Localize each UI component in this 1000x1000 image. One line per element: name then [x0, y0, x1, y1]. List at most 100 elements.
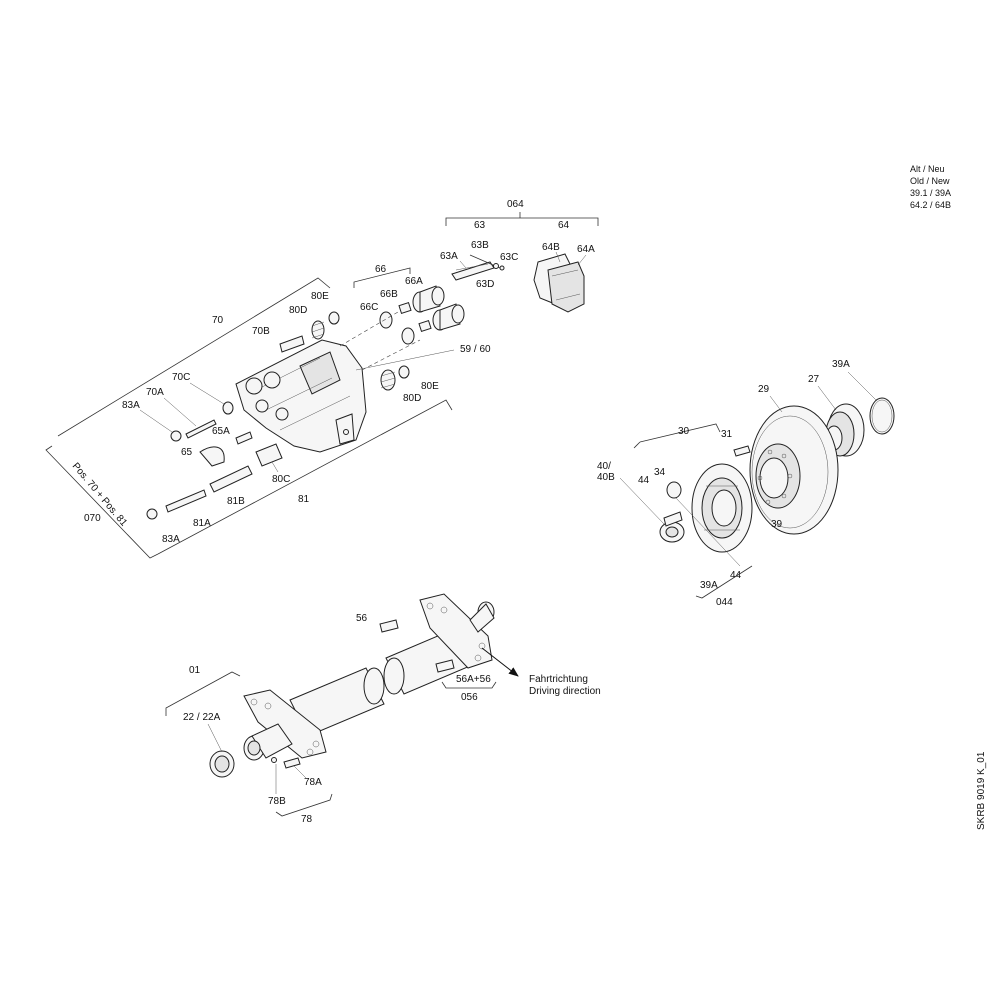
- label-80E-mid: 80E: [421, 381, 439, 392]
- label-80D-mid: 80D: [403, 393, 421, 404]
- bolt-56: [379, 619, 399, 633]
- axle-flange-left: [243, 689, 327, 759]
- washer-70c: [222, 401, 234, 415]
- o-ring-39a-top: [869, 397, 895, 435]
- label-64B: 64B: [542, 242, 560, 253]
- label-78B: 78B: [268, 796, 286, 807]
- label-22-22A: 22 / 22A: [183, 712, 221, 723]
- bolt-81a: [165, 489, 207, 513]
- direction-de: Fahrtrichtung: [529, 674, 588, 685]
- brake-pad-64a: [547, 261, 585, 313]
- label-70B: 70B: [252, 326, 270, 337]
- label-80D-top: 80D: [289, 305, 307, 316]
- label-70C: 70C: [172, 372, 190, 383]
- label-83A-bottom: 83A: [162, 534, 180, 545]
- bracket-070: [45, 445, 159, 559]
- label-59-60: 59 / 60: [460, 344, 491, 355]
- axle-flange-right: [419, 593, 493, 669]
- label-81B: 81B: [227, 496, 245, 507]
- label-66: 66: [375, 264, 387, 275]
- hub-disc-group: 39A 27 29 39 31 30 34 44: [597, 359, 895, 608]
- cap-83a-bottom: [146, 508, 158, 520]
- bolt-70a: [185, 419, 217, 439]
- direction-en: Driving direction: [529, 686, 601, 697]
- label-64: 64: [558, 220, 570, 231]
- legend-line-3: 39.1 / 39A: [910, 188, 951, 198]
- bracket-056: [441, 681, 497, 689]
- wheel-stud-31: [733, 445, 751, 457]
- label-44-a: 44: [638, 475, 650, 486]
- label-63B: 63B: [471, 240, 489, 251]
- legend-line-4: 64.2 / 64B: [910, 200, 951, 210]
- label-83A-top: 83A: [122, 400, 140, 411]
- label-056: 056: [461, 692, 478, 703]
- bracket-78: [275, 793, 333, 817]
- bracket-70: [57, 277, 331, 437]
- guide-pin-70b: [279, 335, 305, 353]
- bracket-044: [695, 565, 753, 599]
- legend-line-1: Alt / Neu: [910, 164, 945, 174]
- adjuster-group-66: 66 66A 66B 66C: [353, 264, 465, 345]
- label-27: 27: [808, 374, 820, 385]
- label-80C: 80C: [272, 474, 290, 485]
- label-70: 70: [212, 315, 224, 326]
- label-044: 044: [716, 597, 733, 608]
- label-01: 01: [189, 665, 201, 676]
- axle-beam-group: 56 56A+56 056 Fahrtrichtung Driving dire…: [356, 593, 601, 703]
- label-064: 064: [507, 199, 524, 210]
- label-80E-top: 80E: [311, 291, 329, 302]
- axle-end-group: 01 22 / 22A 78A 78B 78: [165, 665, 385, 825]
- label-63D: 63D: [476, 279, 494, 290]
- label-39A-top: 39A: [832, 359, 850, 370]
- cap-83a-top: [170, 430, 182, 442]
- label-070: 070: [84, 513, 101, 524]
- screw-65a: [235, 431, 253, 445]
- legend-line-2: Old / New: [910, 176, 950, 186]
- label-66C: 66C: [360, 302, 378, 313]
- old-new-legend: Alt / Neu Old / New 39.1 / 39A 64.2 / 64…: [910, 164, 951, 210]
- pad-kit-group: 064 63 64 63A 63B 63C 63D 64B 64A: [440, 199, 599, 313]
- bracket-01: [165, 671, 241, 716]
- label-78A: 78A: [304, 777, 322, 788]
- cap-80e-top: [328, 311, 340, 325]
- plug-78b: [271, 757, 277, 763]
- driving-direction-arrow: [481, 647, 519, 677]
- cap-65: [199, 446, 225, 467]
- pin-78a: [283, 757, 301, 769]
- bolt-56a: [435, 659, 455, 673]
- bracket-66: [353, 267, 411, 288]
- label-64A: 64A: [577, 244, 595, 255]
- spring-plate-63a: [451, 261, 495, 281]
- label-81A: 81A: [193, 518, 211, 529]
- label-66B: 66B: [380, 289, 398, 300]
- bracket-064: [445, 217, 599, 226]
- label-65A: 65A: [212, 426, 230, 437]
- label-63C: 63C: [500, 252, 518, 263]
- bracket-81: [157, 399, 453, 555]
- label-56A-56: 56A+56: [456, 674, 491, 685]
- label-65: 65: [181, 447, 193, 458]
- label-70A: 70A: [146, 387, 164, 398]
- label-34: 34: [654, 467, 666, 478]
- nut-34: [666, 481, 682, 499]
- bracket-30: [633, 423, 721, 449]
- label-56: 56: [356, 613, 368, 624]
- label-39A-bottom: 39A: [700, 580, 718, 591]
- label-39: 39: [771, 519, 783, 530]
- label-40-b: 40B: [597, 472, 615, 483]
- guide-sleeve-81b: [209, 465, 253, 493]
- drawing-id: SKRB 9019 K_01: [976, 751, 987, 830]
- label-66A: 66A: [405, 276, 423, 287]
- label-40-a: 40/: [597, 461, 611, 472]
- label-78: 78: [301, 814, 313, 825]
- caliper-group-70: 70 70B 80D 80E 59 / 60 80E 80D 70C: [45, 277, 491, 559]
- label-81: 81: [298, 494, 310, 505]
- label-63: 63: [474, 220, 486, 231]
- label-31: 31: [721, 429, 733, 440]
- label-63A: 63A: [440, 251, 458, 262]
- label-44-b: 44: [730, 570, 742, 581]
- label-29: 29: [758, 384, 770, 395]
- label-30: 30: [678, 426, 690, 437]
- sleeve-80c: [255, 443, 283, 467]
